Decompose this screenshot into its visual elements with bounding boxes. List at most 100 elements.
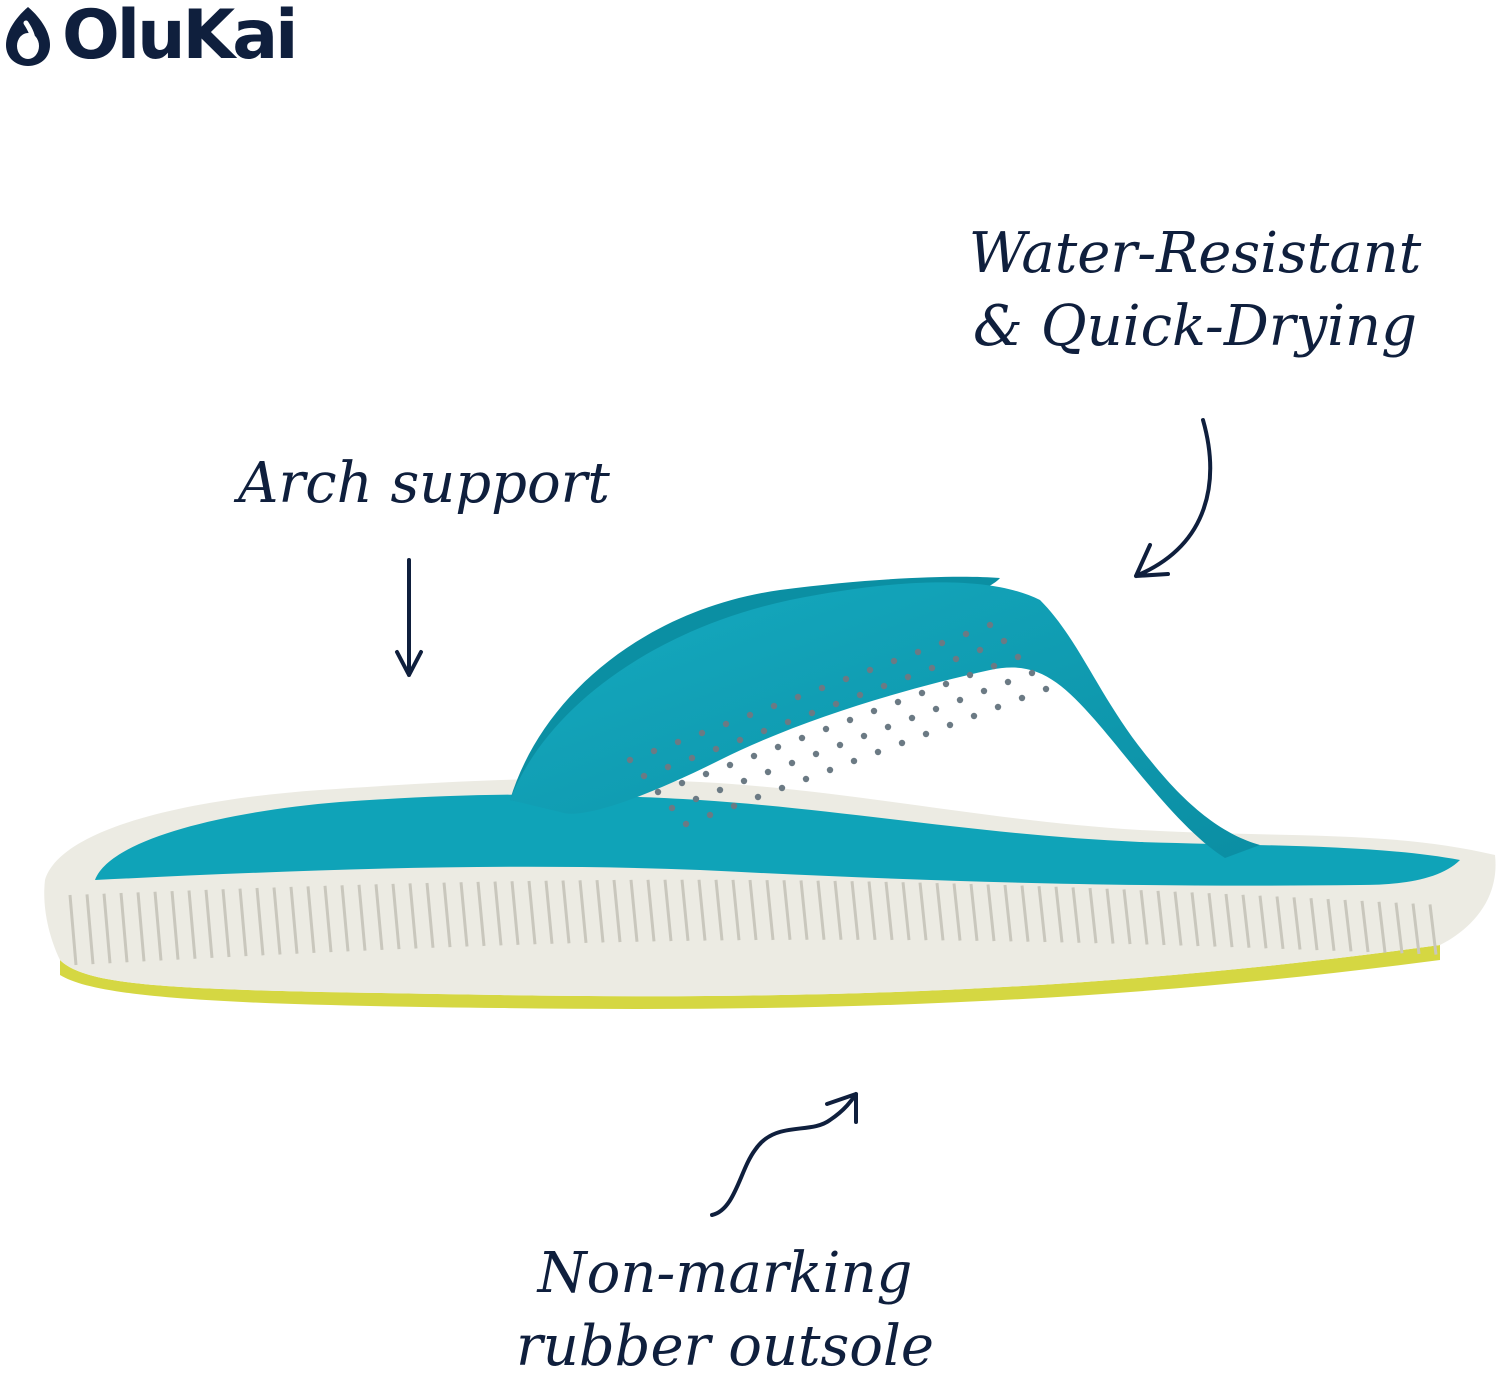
perforation	[980, 687, 988, 695]
tread-line	[663, 879, 673, 942]
perforation	[698, 729, 706, 737]
tread-line	[476, 881, 486, 947]
tread-line	[1394, 902, 1404, 954]
perforation	[692, 795, 700, 803]
tread-line	[986, 884, 996, 942]
perforation	[946, 721, 954, 729]
tread-line	[697, 879, 707, 941]
arrow-outsole-icon	[710, 1092, 858, 1217]
callout-outsole-line2: rubber outsole	[515, 1313, 935, 1379]
perforation	[976, 646, 984, 654]
perforation	[760, 727, 768, 735]
brand-mark-icon	[6, 7, 50, 66]
tread-line	[68, 894, 78, 966]
perforation	[966, 671, 974, 679]
perforation	[880, 682, 888, 690]
perforation	[952, 655, 960, 663]
brand-name: OluKai	[62, 0, 298, 75]
perforation	[640, 772, 648, 780]
perforation	[914, 648, 922, 656]
callout-water-line1: Water-Resistant	[968, 221, 1422, 286]
perforation	[870, 707, 878, 715]
perforation	[794, 693, 802, 701]
tread-line	[595, 880, 605, 943]
perforation	[736, 736, 744, 744]
perforation	[932, 705, 940, 713]
perforation	[654, 788, 662, 796]
callout-arch-support: Arch support	[238, 451, 610, 516]
tread-line	[782, 880, 792, 940]
perforation	[990, 662, 998, 670]
perforation	[788, 759, 796, 767]
tread-line	[1258, 895, 1268, 949]
perforation	[802, 775, 810, 783]
tread-line	[1224, 893, 1234, 948]
perforation	[812, 750, 820, 758]
tread-line	[1003, 884, 1013, 942]
tread-line	[1088, 887, 1098, 944]
perforation	[866, 666, 874, 674]
perforation	[938, 639, 946, 647]
tread-line	[612, 879, 622, 943]
tread-line	[136, 892, 146, 962]
perforation	[770, 702, 778, 710]
perforation	[1042, 685, 1050, 693]
perforation	[986, 621, 994, 629]
tread-line	[1173, 891, 1183, 946]
tread-line	[952, 883, 962, 941]
tread-line	[884, 881, 894, 941]
tread-line	[493, 881, 503, 946]
tread-line	[1156, 890, 1166, 946]
tread-line	[816, 880, 826, 940]
tread-line	[1343, 899, 1353, 952]
perforation	[874, 748, 882, 756]
perforation	[942, 680, 950, 688]
tread-line	[867, 881, 877, 941]
perforation	[918, 689, 926, 697]
perforation	[784, 718, 792, 726]
tread-line	[1037, 886, 1047, 943]
tread-line	[544, 880, 554, 944]
perforation	[702, 770, 710, 778]
tread-line	[850, 881, 860, 940]
strap-perforations	[626, 621, 1050, 828]
tread-line	[1122, 889, 1132, 945]
tread-line	[1309, 898, 1319, 951]
perforation	[1028, 669, 1036, 677]
perforation	[922, 730, 930, 738]
perforation	[850, 757, 858, 765]
perforation	[818, 684, 826, 692]
tread-line	[510, 881, 520, 945]
tread-line	[799, 880, 809, 940]
perforation	[842, 675, 850, 683]
tread-line	[1020, 885, 1030, 942]
perforation	[1004, 678, 1012, 686]
tread-line	[561, 880, 571, 944]
perforation	[860, 732, 868, 740]
tread-line	[1428, 904, 1438, 955]
tread-line	[272, 887, 282, 955]
perforation	[722, 720, 730, 728]
tread-line	[680, 879, 690, 941]
tread-line	[153, 891, 163, 961]
tread-line	[459, 882, 469, 947]
tread-line	[1190, 892, 1200, 947]
tread-line	[748, 879, 758, 941]
tread-line	[357, 884, 367, 951]
tread-line	[901, 882, 911, 941]
perforation	[774, 743, 782, 751]
tread-line	[323, 885, 333, 953]
perforation	[746, 711, 754, 719]
tread-line	[527, 880, 537, 945]
perforation	[832, 700, 840, 708]
arrow-water-icon	[1134, 418, 1213, 578]
perforation	[740, 777, 748, 785]
tread-line	[340, 885, 350, 952]
tread-line	[238, 888, 248, 957]
tread-line	[918, 882, 928, 941]
tread-line	[646, 879, 656, 942]
tread-line	[1241, 894, 1251, 948]
callout-outsole-line1: Non-marking	[537, 1241, 913, 1306]
perforation	[962, 630, 970, 638]
